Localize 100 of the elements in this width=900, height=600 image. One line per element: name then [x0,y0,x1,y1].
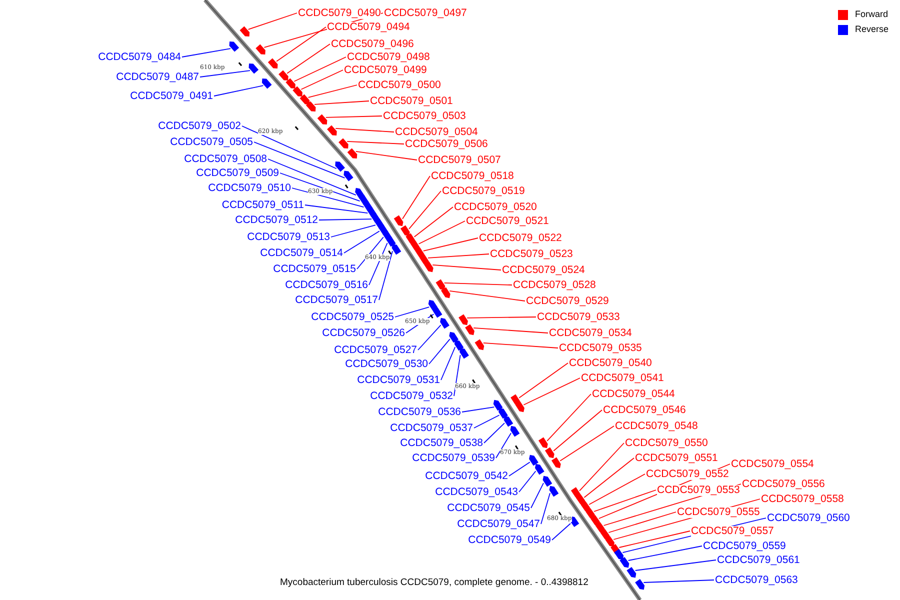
leader-line [355,150,418,160]
gene-block [460,348,469,359]
gene-label: CCDC5079_0490 [298,8,381,19]
leader-line [182,48,231,58]
gene-label: CCDC5079_0509 [196,168,279,179]
leader-line [449,290,526,302]
gene-label: CCDC5079_0534 [549,328,632,339]
gene-block [600,528,610,540]
gene-label: CCDC5079_0563 [715,575,798,586]
gene-label: CCDC5079_0516 [285,280,368,291]
gene-label: CCDC5079_0525 [311,312,394,323]
gene-label: CCDC5079_0544 [592,389,675,400]
leader-line [634,560,716,571]
gene-block [292,86,302,96]
gene-label: CCDC5079_0484 [98,52,181,63]
gene-label: CCDC5079_0496 [331,39,414,50]
gene-label: CCDC5079_0523 [490,249,573,260]
gene-block [604,536,614,547]
gene-label: CCDC5079_0494 [327,22,410,33]
gene-block [493,400,503,411]
leader-line [304,204,368,214]
leader-line [335,128,394,132]
leader-line [254,142,346,178]
gene-block [300,94,310,104]
gene-label: CCDC5079_0536 [378,407,461,418]
leader-line [346,140,404,144]
gene-label: CCDC5079_0510 [208,183,291,194]
gene-block [580,500,590,512]
gene-block [432,306,442,318]
leader-line [300,70,344,90]
leader-line [428,254,490,258]
gene-label: CCDC5079_0515 [273,264,356,275]
gene-label: CCDC5079_0546 [603,405,686,416]
leader-line [628,546,702,561]
leader-line [344,230,380,254]
gene-block [347,148,358,158]
leader-line [408,190,442,230]
leader-line [588,474,646,505]
leader-line [356,236,384,270]
gene-label: CCDC5079_0531 [357,375,440,386]
leader-line [248,12,298,30]
gene-label: CCDC5079_0512 [235,215,318,226]
gene-block [542,476,552,487]
gene-block [498,408,508,419]
leader-line [280,172,360,202]
gene-label: CCDC5079_0521 [466,216,549,227]
gene-label: CCDC5079_0487 [116,72,199,83]
leader-line [553,410,602,452]
gene-label: CCDC5079_0545 [447,503,530,514]
gene-block [400,225,410,236]
gene-block [551,457,561,468]
gene-block [474,339,484,350]
gene-label: CCDC5079_0535 [559,343,642,354]
gene-label: CCDC5079_0527 [334,345,417,356]
leader-line [402,176,430,220]
gene-block [436,279,446,290]
gene-label: CCDC5079_0507 [418,155,501,166]
gene-block [306,101,316,112]
gene-block [515,401,524,412]
gene-label: CCDC5079_0550 [625,438,708,449]
gene-label: CCDC5079_0554 [731,459,814,470]
gene-block [392,244,402,255]
leader-line [518,470,536,492]
gene-label: CCDC5079_0556 [742,479,825,490]
leader-line [546,394,592,442]
gene-label: CCDC5079_0548 [615,421,698,432]
gene-label: CCDC5079_0533 [537,312,620,323]
leader-line [314,100,370,105]
leader-line [318,218,372,220]
gene-label: CCDC5079_0537 [390,423,473,434]
gene-block [286,78,296,88]
gene-label: CCDC5079_0530 [345,359,428,370]
leader-line [268,158,356,196]
gene-label: CCDC5079_0498 [347,52,430,63]
gene-label: CCDC5079_0518 [431,171,514,182]
gene-label: CCDC5079_0529 [526,296,609,307]
gene-label: CCDC5079_0560 [767,513,850,524]
leader-line [579,442,624,492]
gene-label: CCDC5079_0519 [442,186,525,197]
gene-label: CCDC5079_0549 [468,535,551,546]
gene-block [529,454,538,466]
gene-label: CCDC5079_0539 [412,453,495,464]
gene-block [327,125,337,136]
leader-line [440,346,456,380]
leader-line [378,250,393,300]
gene-label: CCDC5079_0542 [425,471,508,482]
gene-label: CCDC5079_0558 [761,494,844,505]
gene-label: CCDC5079_0491 [130,91,213,102]
gene-label: CCDC5079_0504 [395,127,478,138]
leader-line [276,26,326,62]
gene-label: CCDC5079_0497 [384,8,467,19]
gene-label: CCDC5079_0503 [383,111,466,122]
gene-block [620,556,630,568]
gene-label: CCDC5079_0552 [646,469,729,480]
gene-block [440,318,450,329]
leader-line [330,224,376,238]
leader-line [462,406,495,412]
leader-line [422,238,478,252]
leader-line [428,338,450,364]
gene-label: CCDC5079_0520 [454,202,537,213]
